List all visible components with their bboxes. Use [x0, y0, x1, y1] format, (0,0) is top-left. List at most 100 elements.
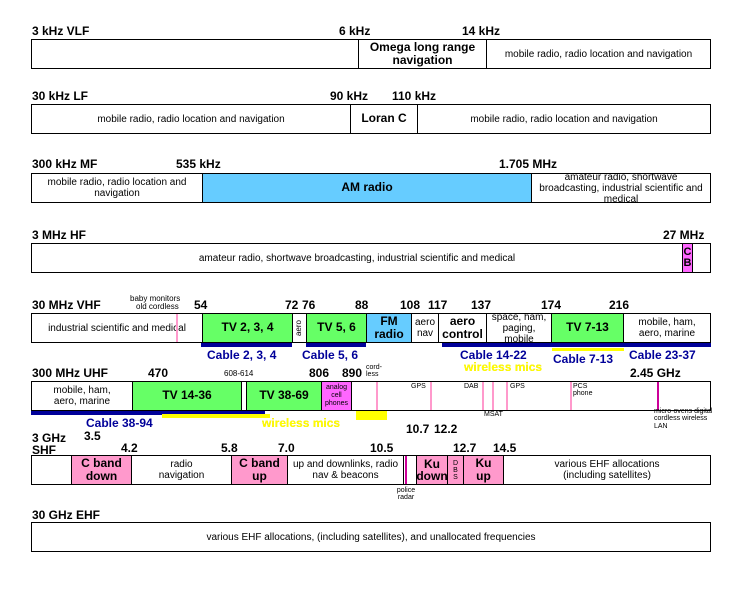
uhf-wireless-mics-bar-2 [356, 411, 387, 420]
microwave-label: micro-ovens digital cordless wireless LA… [654, 408, 713, 430]
vhf-freq-117: 117 [428, 298, 448, 312]
police-radar-label: police radar [396, 487, 416, 502]
vhf-mobile-ham: mobile, ham, aero, marine [638, 317, 696, 339]
uhf-cordless-line [376, 382, 378, 410]
hf-amateur-radio: amateur radio, shortwave broadcasting, i… [198, 252, 516, 264]
ku-up: Ku up [464, 456, 504, 484]
gps-1-label: GPS [411, 383, 426, 390]
uhf-mobile-ham: mobile, ham, aero, marine [53, 385, 111, 407]
vlf-band-bar: Omega long range navigation mobile radio… [31, 39, 711, 69]
shf-band-bar: C band down radio navigation C band up u… [31, 455, 711, 485]
shf-freq-14-5: 14.5 [493, 441, 517, 455]
cable-2-3-4-bar [201, 343, 292, 347]
msat-line-2 [492, 382, 494, 410]
fm-radio: FM radio [367, 314, 412, 342]
mf-title: 300 kHz MF [32, 157, 98, 171]
vlf-freq-6khz: 6 kHz [339, 24, 371, 38]
shf-radio-navigation: radio navigation [132, 456, 232, 484]
gps-1-line [430, 382, 432, 410]
shf-freq-4-2: 4.2 [121, 441, 138, 455]
cb-radio: CB [682, 244, 693, 272]
tv-2-3-4: TV 2, 3, 4 [202, 314, 293, 342]
baby-monitor-line [176, 314, 178, 342]
aero-nav: aero nav [412, 314, 439, 342]
vhf-freq-88: 88 [355, 298, 369, 312]
vhf-band-bar: industrial scientific and medical TV 2, … [31, 313, 711, 343]
ehf-band-bar: various EHF allocations, (including sate… [31, 522, 711, 552]
vhf-freq-216: 216 [609, 298, 630, 312]
cable-7-13-bar [551, 343, 623, 347]
ehf-title: 30 GHz EHF [32, 508, 101, 522]
loran-c: Loran C [350, 105, 418, 133]
hf-band-bar: amateur radio, shortwave broadcasting, i… [31, 243, 711, 273]
uhf-band-bar: mobile, ham, aero, marine TV 14-36 TV 38… [31, 381, 711, 411]
mf-freq-1705mhz: 1.705 MHz [499, 157, 558, 171]
cable-38-94-label: Cable 38-94 [86, 416, 153, 430]
cable-23-37-bar [623, 343, 711, 347]
uhf-wireless-mics-bar-1 [162, 414, 270, 418]
lf-title: 30 kHz LF [32, 89, 89, 103]
shf-3ghz: 3 GHz [32, 431, 67, 445]
uhf-freq-2-45ghz: 2.45 GHz [630, 366, 681, 380]
c-band-down: C band down [71, 456, 132, 484]
shf-freq-7-0: 7.0 [278, 441, 295, 455]
mf-freq-535khz: 535 kHz [176, 157, 221, 171]
vlf-freq-14khz: 14 kHz [462, 24, 501, 38]
shf-freq-12-2: 12.2 [434, 422, 458, 436]
cable-2-3-4-label: Cable 2, 3, 4 [207, 348, 277, 362]
vhf-wireless-mics-label: wireless mics [464, 360, 543, 374]
msat-line-1 [482, 382, 484, 410]
mf-band-bar: mobile radio, radio location and navigat… [31, 173, 711, 203]
dbs: DBS [448, 456, 464, 484]
pcs-label: PCS phone [573, 383, 593, 397]
lf-freq-90khz: 90 kHz [330, 89, 369, 103]
tv-7-13: TV 7-13 [552, 314, 624, 342]
gps-2-line [506, 382, 508, 410]
mf-mobile-radio: mobile radio, radio location and navigat… [47, 177, 187, 199]
vhf-freq-137: 137 [471, 298, 492, 312]
shf-up-down-links: up and downlinks, radio nav & beacons [288, 456, 404, 484]
shf-freq-10-7: 10.7 [406, 422, 430, 436]
vlf-title: 3 kHz VLF [32, 24, 90, 38]
lf-band-bar: mobile radio, radio location and navigat… [31, 104, 711, 134]
uhf-freq-806: 806 [309, 366, 330, 380]
vhf-freq-72: 72 [285, 298, 299, 312]
c-band-up: C band up [232, 456, 288, 484]
microwave-line [657, 382, 659, 410]
ehf-allocations: various EHF allocations, (including sate… [206, 531, 536, 543]
shf-title: SHF [32, 443, 56, 457]
cable-14-22-label: Cable 14-22 [460, 348, 527, 362]
hf-freq-27mhz: 27 MHz [663, 228, 705, 242]
uhf-cordless-label: cord- less [366, 364, 382, 378]
vhf-space-ham: space, ham, paging, mobile [487, 314, 552, 342]
uhf-title: 300 MHz UHF [32, 366, 109, 380]
hf-title: 3 MHz HF [32, 228, 86, 242]
lf-mobile-radio-2: mobile radio, radio location and navigat… [470, 113, 658, 125]
tv-38-69: TV 38-69 [246, 382, 322, 410]
shf-freq-5-8: 5.8 [221, 441, 238, 455]
vhf-ism: industrial scientific and medical [48, 322, 186, 334]
cable-23-37-label: Cable 23-37 [629, 348, 696, 362]
omega-navigation: Omega long range navigation [358, 40, 487, 68]
vhf-wireless-mics-bar [552, 348, 624, 351]
cable-7-13-label: Cable 7-13 [553, 352, 614, 366]
tv-14-36: TV 14-36 [132, 382, 242, 410]
uhf-freq-470: 470 [148, 366, 169, 380]
shf-freq-3-5: 3.5 [84, 429, 101, 443]
dab-label: DAB [464, 383, 479, 390]
cable-38-94-bar [31, 411, 265, 415]
vhf-aero: aero [293, 314, 307, 342]
vlf-mobile-radio: mobile radio, radio location and navigat… [504, 48, 693, 60]
police-radar-line [405, 456, 407, 484]
msat-label: MSAT [484, 411, 503, 418]
vhf-title: 30 MHz VHF [32, 298, 101, 312]
baby-monitors-label: baby monitors [130, 294, 181, 303]
shf-ehf-allocations: various EHF allocations (including satel… [554, 459, 660, 481]
old-cordless-label: old cordless [136, 302, 179, 311]
shf-freq-10-5: 10.5 [370, 441, 394, 455]
uhf-freq-890: 890 [342, 366, 363, 380]
am-radio: AM radio [202, 174, 532, 202]
cable-14-22-bar [442, 343, 551, 347]
vhf-freq-108: 108 [400, 298, 421, 312]
lf-freq-110khz: 110 kHz [392, 89, 437, 103]
